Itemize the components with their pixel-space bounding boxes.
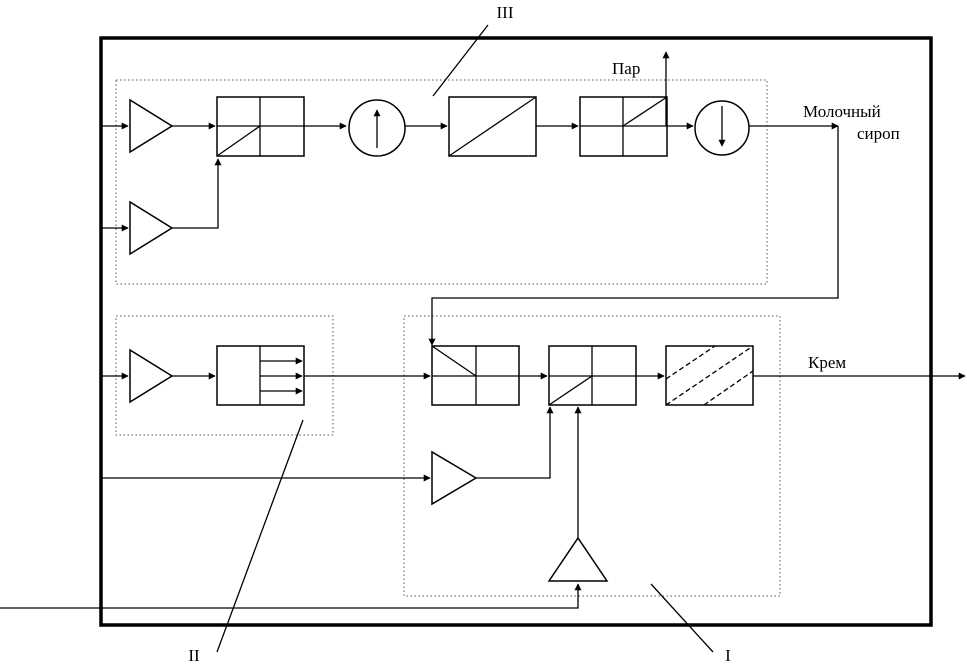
milk-syrup-label-line1: Молочный xyxy=(803,102,881,121)
mixing-block-2 xyxy=(431,345,520,406)
leader-2 xyxy=(216,419,304,653)
dosing-triangle-1 xyxy=(129,98,174,154)
milk-syrup-label-line2: сироп xyxy=(857,124,900,143)
leader-3 xyxy=(432,24,489,97)
stage-3 xyxy=(101,51,839,346)
mixing-block-1 xyxy=(216,96,305,157)
dosing-triangle-3 xyxy=(129,348,174,404)
section-1-label: I xyxy=(725,646,731,664)
section-2-label: II xyxy=(188,646,200,664)
whipping-block xyxy=(665,345,754,406)
steam-label: Пар xyxy=(612,59,640,78)
milk-syrup-transfer xyxy=(428,126,839,346)
stage-3-region xyxy=(115,79,768,285)
cream-label: Крем xyxy=(808,353,846,372)
distribution-block xyxy=(216,345,305,406)
input-flow-5 xyxy=(0,583,582,609)
process-boundary xyxy=(99,36,933,627)
stage-1 xyxy=(0,345,966,609)
processing-block xyxy=(448,96,537,157)
stage-2 xyxy=(101,345,431,406)
flow-11 xyxy=(476,406,554,479)
leader-1 xyxy=(650,583,714,653)
dosing-triangle-5 xyxy=(547,536,609,582)
dosing-triangle-2 xyxy=(129,200,174,256)
stage-1-region xyxy=(403,315,781,597)
section-3-label: III xyxy=(497,3,514,22)
mixing-block-3 xyxy=(548,345,637,406)
evaporation-block xyxy=(579,96,668,157)
dosing-triangle-4 xyxy=(431,450,478,506)
cooling-circle xyxy=(694,100,750,156)
flow-2 xyxy=(172,158,222,229)
heating-circle xyxy=(348,99,406,157)
